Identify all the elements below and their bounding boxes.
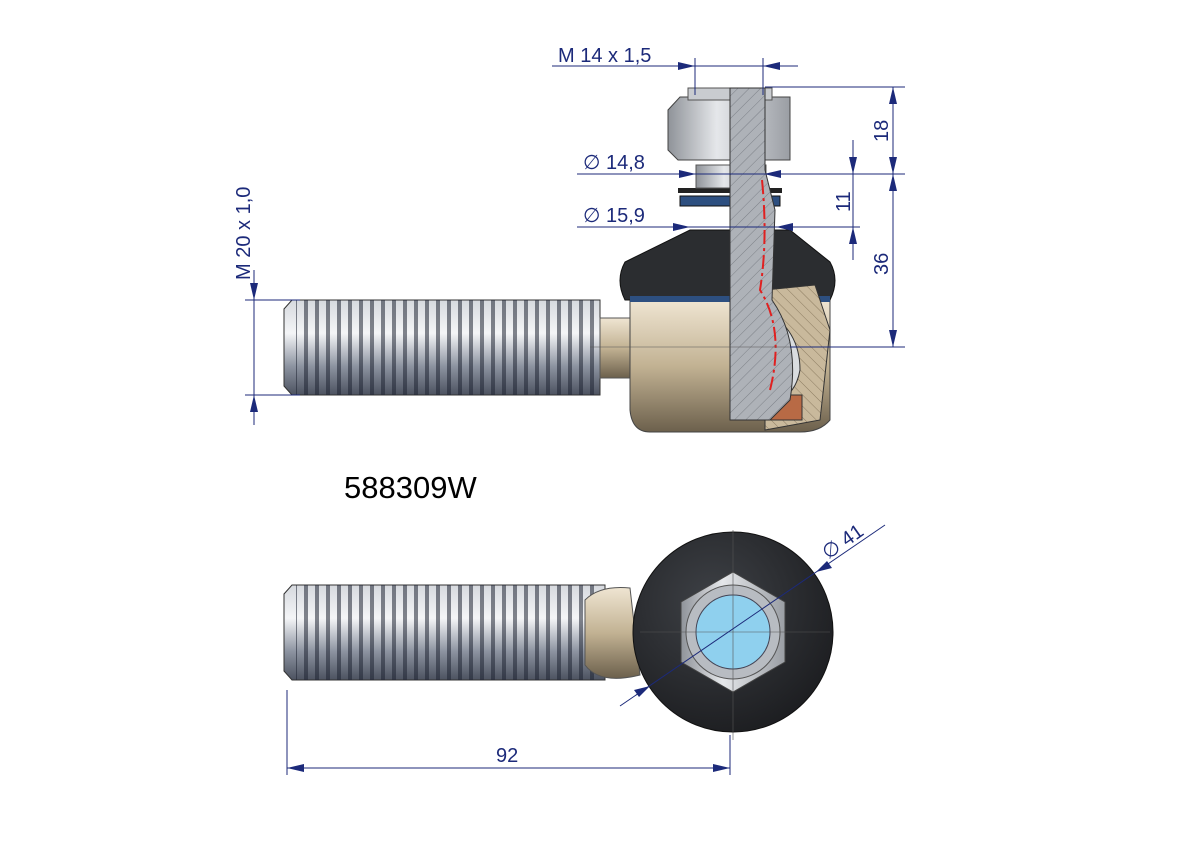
diameter-15-9-label: ∅ 15,9 — [583, 205, 645, 227]
height-11-label: 11 — [833, 191, 855, 212]
dimension-lines-bottom — [286, 524, 886, 775]
length-92-label: 92 — [496, 745, 518, 767]
shank-thread-label: M 20 x 1,0 — [233, 187, 255, 280]
diameter-14-8-label: ∅ 14,8 — [583, 152, 645, 174]
dimension-lines-top — [245, 58, 905, 425]
height-36-label: 36 — [871, 253, 893, 275]
housing-diameter-label: ∅ 41 — [818, 520, 868, 564]
stud-thread-label: M 14 x 1,5 — [558, 45, 651, 67]
side-view — [283, 87, 836, 433]
part-number: 588309W — [344, 470, 477, 505]
top-view — [283, 530, 834, 740]
height-18-label: 18 — [871, 120, 893, 142]
